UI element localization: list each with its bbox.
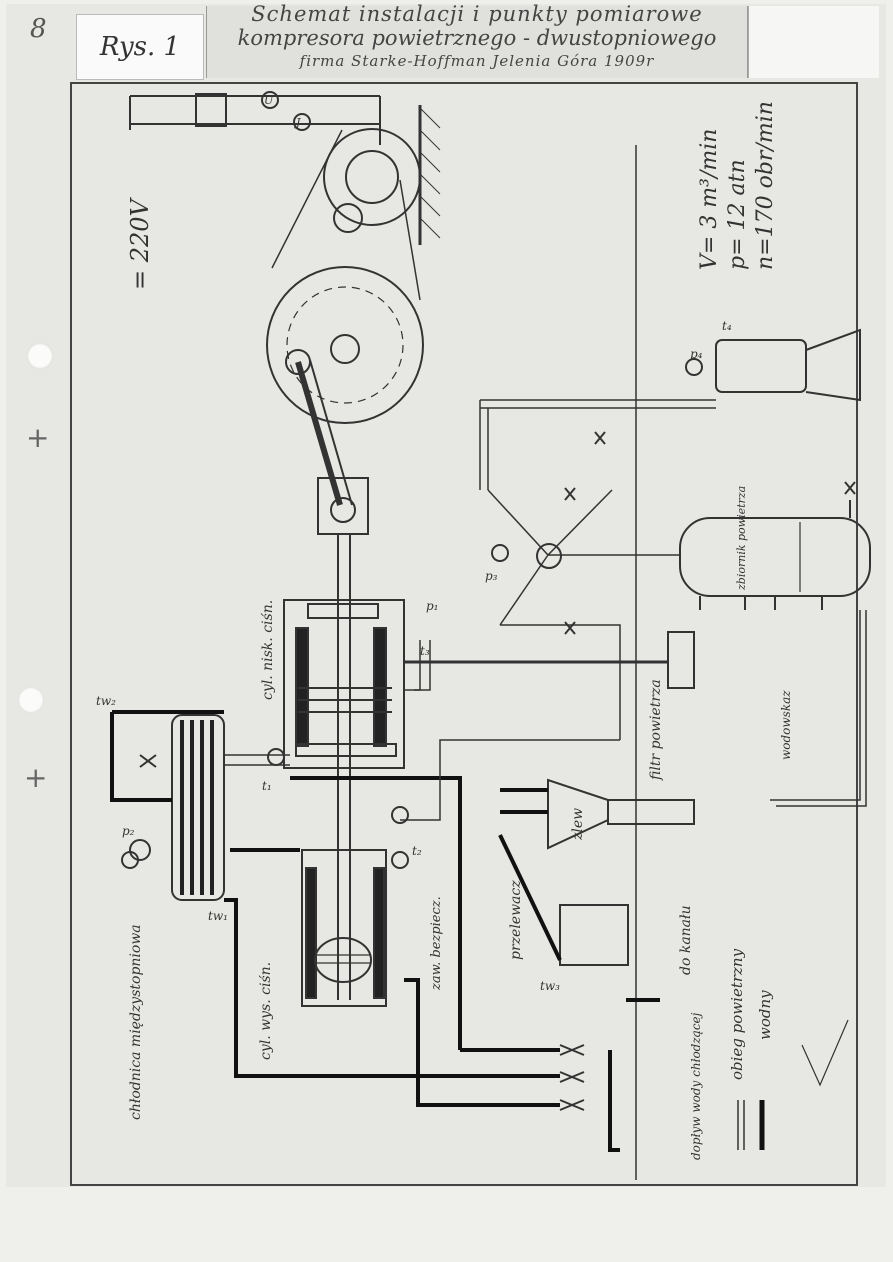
label-high-pressure-cylinder: cyl. wys. ciśn.: [258, 962, 274, 1060]
pressure-gauge-p3: [491, 544, 509, 562]
label-water-gauge: wodowskaz: [779, 690, 793, 760]
mp-tw1: tw₁: [208, 909, 228, 923]
spec-speed: n=170 obr/min: [753, 101, 778, 270]
label-safety-valve: zaw. bezpiecz.: [429, 896, 444, 991]
aftercooler-cone: [805, 328, 861, 402]
mp-t2: t₂: [412, 844, 422, 858]
overflow-tank: [559, 904, 629, 966]
spec-volume: V= 3 m³/min: [697, 129, 722, 270]
air-pipes: [225, 399, 716, 821]
water-gauge-line: [770, 610, 861, 801]
drain-funnel: [547, 778, 695, 850]
belt-line-1: [271, 129, 343, 269]
flywheel: [266, 129, 424, 424]
spec-pressure: p= 12 atn: [725, 159, 750, 270]
legend-water-label: wodny: [756, 990, 774, 1040]
punch-hole-bottom: [18, 687, 44, 713]
label-low-pressure-cylinder: cyl. nisk. ciśn.: [260, 600, 276, 700]
thermometer-t2: [391, 806, 409, 824]
belt-line-2: [399, 179, 421, 301]
mp-p2: p₂: [122, 824, 135, 838]
voltmeter-icon: [261, 91, 279, 109]
air-receiver-tank: [679, 500, 871, 610]
legend-air-label: obieg powietrzny: [728, 948, 746, 1080]
page-number: 8: [30, 14, 47, 44]
valves: [139, 431, 856, 1111]
pressure-gauge-p4: [685, 358, 703, 376]
mp-p3: p₃: [485, 569, 498, 583]
drawing-frame: [70, 82, 858, 1186]
registration-mark-top: +: [26, 421, 50, 454]
title-line-2: kompresora powietrznego - dwustopniowego: [237, 26, 717, 50]
check-mark: [801, 1019, 849, 1087]
mp-p4: p₄: [690, 347, 703, 361]
water-lines: [110, 710, 660, 1152]
low-pressure-cylinder: [283, 599, 405, 769]
mp-t3: t₃: [420, 644, 430, 658]
title-line-1: Schemat instalacji i punkty pomiarowe: [251, 2, 703, 26]
figure-label: Rys. 1: [76, 14, 204, 80]
ammeter-icon: [293, 113, 311, 131]
label-air-receiver: zbiornik powietrza: [735, 486, 748, 591]
electric-motor: [129, 91, 441, 245]
label-intercooler: chłodnica międzystopniowa: [128, 924, 144, 1120]
mp-t4: t₄: [722, 319, 732, 333]
label-cooling-water-inlet: dopływ wody chłodzącej: [689, 1012, 703, 1160]
label-drain: zlew: [570, 808, 586, 841]
label-overflow: przelewacz: [508, 880, 524, 960]
label-to-channel: do kanału: [678, 905, 694, 975]
manifold-hub: [536, 543, 562, 569]
mp-tw2: tw₂: [96, 694, 116, 708]
mp-tw3: tw₃: [540, 979, 560, 993]
mp-t1: t₁: [262, 779, 272, 793]
pressure-gauge-p2: [121, 851, 139, 869]
label-air-filter: filtr powietrza: [648, 679, 664, 781]
mp-p1: p₁: [426, 599, 439, 613]
registration-mark-bottom: +: [24, 761, 48, 794]
mp-voltmeter: U: [264, 94, 274, 107]
voltage-label: = 220V: [126, 196, 154, 290]
thermometer-t1: [267, 748, 285, 766]
corner-blank: [748, 6, 879, 78]
air-filter-box: [667, 631, 695, 689]
legend-symbols: [737, 1100, 765, 1150]
aftercooler-vessel: [715, 339, 807, 393]
high-pressure-cylinder: [301, 849, 387, 1007]
safety-valve-body: [391, 851, 409, 869]
title-line-3: firma Starke-Hoffman Jelenia Góra 1909r: [299, 52, 655, 70]
title-block: Schemat instalacji i punkty pomiarowe ko…: [206, 2, 748, 78]
intercooler: [129, 714, 225, 901]
punch-hole-top: [27, 343, 53, 369]
mp-current: J: [294, 116, 301, 129]
